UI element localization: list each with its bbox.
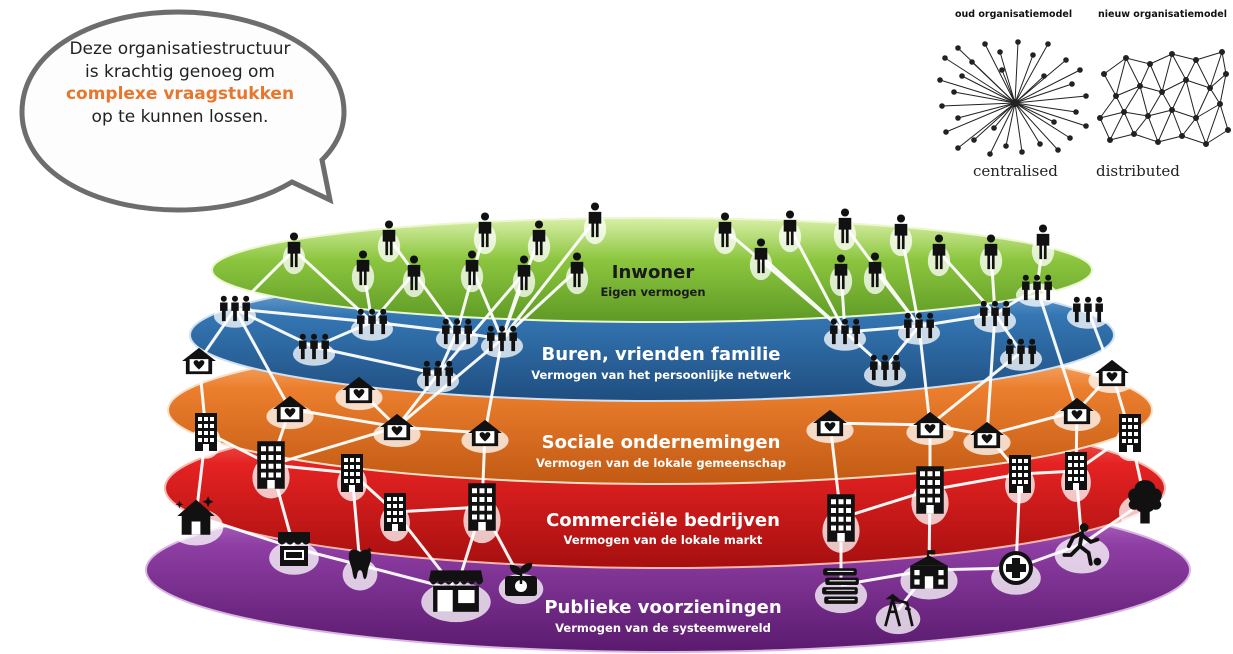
school-icon <box>900 550 958 600</box>
tooth-icon <box>342 547 378 591</box>
group-icon <box>897 312 941 345</box>
office-building-icon <box>252 441 290 499</box>
person-icon <box>473 212 497 255</box>
heart-house-icon <box>963 421 1011 456</box>
office-building-icon <box>463 483 501 544</box>
person-icon <box>512 255 536 298</box>
office-building-icon <box>1005 455 1035 504</box>
office-building-icon <box>1061 452 1091 502</box>
medical-cross-icon <box>991 551 1041 595</box>
market-icon <box>421 570 491 623</box>
layer-subtitle-sociale: Vermogen van de lokale gemeenschap <box>536 456 786 470</box>
layer-title-buren: Buren, vrienden familie <box>541 344 781 365</box>
speech-bubble <box>19 9 347 213</box>
person-icon <box>1031 224 1055 267</box>
layer-title-inwoner: Inwoner <box>611 262 695 283</box>
distributed-network-graphic <box>1097 49 1231 147</box>
group-icon <box>823 318 867 351</box>
heart-house-icon <box>373 413 421 448</box>
layer-subtitle-buren: Vermogen van het persoonlijke netwerk <box>531 368 791 382</box>
network-link <box>500 219 597 340</box>
speech-bubble-text: Deze organisatiestructuur is krachtig ge… <box>60 38 300 128</box>
network-link <box>759 254 847 334</box>
old-model-caption: centralised <box>973 162 1058 180</box>
person-icon <box>979 234 1003 277</box>
group-icon <box>480 325 524 358</box>
group-icon <box>863 354 907 387</box>
person-icon <box>402 255 426 298</box>
heart-house-icon <box>806 409 854 444</box>
tree-icon <box>1118 478 1172 532</box>
heart-house-icon <box>175 347 223 382</box>
network-link <box>985 313 997 436</box>
person-icon <box>863 252 887 295</box>
speech-bubble-highlight: complexe vraagstukken <box>65 84 295 105</box>
person-icon <box>565 252 589 295</box>
sports-icon <box>1054 522 1110 574</box>
playground-icon <box>875 592 921 635</box>
person-icon <box>889 214 913 257</box>
person-icon <box>749 238 773 281</box>
person-icon <box>713 212 737 255</box>
group-icon <box>213 295 257 328</box>
person-icon <box>282 232 306 275</box>
network-link <box>234 307 373 324</box>
network-link <box>929 472 1021 492</box>
person-icon <box>377 220 401 263</box>
group-icon <box>1015 274 1059 307</box>
speech-bubble-text-before: Deze organisatiestructuur is krachtig ge… <box>69 39 291 82</box>
new-model-caption: distributed <box>1096 162 1180 180</box>
person-icon <box>460 250 484 293</box>
layer-title-commercieel: Commerciële bedrijven <box>546 510 780 531</box>
person-icon <box>833 208 857 251</box>
heart-house-icon <box>461 419 509 454</box>
layer-subtitle-inwoner: Eigen vermogen <box>600 285 706 299</box>
group-icon <box>292 333 336 366</box>
network-link <box>1035 287 1079 412</box>
shop-icon <box>269 532 319 575</box>
speech-bubble-text-after: op te kunnen lossen. <box>91 106 269 127</box>
person-icon <box>778 210 802 253</box>
office-building-icon <box>1115 414 1145 462</box>
person-icon <box>527 220 551 263</box>
group-icon <box>435 318 479 351</box>
new-model-title: nieuw organisatiemodel <box>1098 9 1227 20</box>
network-link <box>313 345 439 376</box>
office-building-icon <box>337 454 367 502</box>
heart-house-icon <box>1088 359 1136 394</box>
network-nodes <box>168 202 1172 635</box>
person-icon <box>829 254 853 297</box>
group-icon <box>350 308 394 341</box>
heart-house-icon <box>1053 397 1101 432</box>
home-icon <box>168 496 224 546</box>
group-icon <box>416 360 460 393</box>
person-icon <box>583 202 607 245</box>
heart-house-icon <box>335 376 383 411</box>
books-icon <box>814 567 868 614</box>
group-icon <box>973 300 1017 333</box>
office-building-icon <box>380 493 410 542</box>
network-link <box>436 272 526 375</box>
plant-icon <box>498 562 544 605</box>
office-building-icon <box>911 466 949 525</box>
person-icon <box>351 250 375 293</box>
group-icon <box>999 338 1043 371</box>
heart-house-icon <box>906 411 954 446</box>
group-icon <box>1066 296 1110 329</box>
layer-subtitle-publiek: Vermogen van de systeemwereld <box>555 621 771 635</box>
person-icon <box>927 234 951 277</box>
layer-subtitle-commercieel: Vermogen van de lokale markt <box>563 533 763 547</box>
office-building-icon <box>822 494 860 553</box>
heart-house-icon <box>266 395 314 430</box>
centralised-network-graphic <box>937 39 1089 157</box>
layer-title-sociale: Sociale ondernemingen <box>541 432 781 453</box>
layer-title-publiek: Publieke voorzieningen <box>544 597 782 618</box>
office-building-icon <box>191 413 221 459</box>
old-model-title: oud organisatiemodel <box>955 9 1073 20</box>
